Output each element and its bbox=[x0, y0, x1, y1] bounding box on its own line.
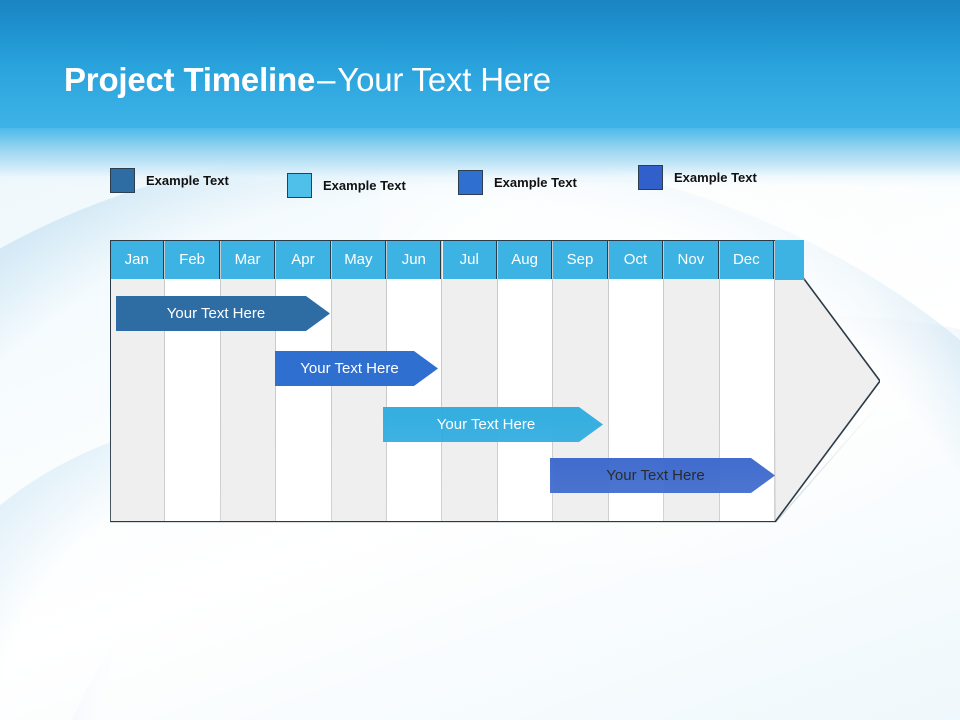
legend-swatch-icon-2 bbox=[287, 173, 312, 198]
month-header-feb[interactable]: Feb bbox=[165, 240, 220, 279]
legend-label-3: Example Text bbox=[494, 175, 577, 190]
legend-swatch-icon-4 bbox=[638, 165, 663, 190]
month-header-jun[interactable]: Jun bbox=[387, 240, 442, 279]
month-header-jan[interactable]: Jan bbox=[110, 240, 165, 279]
task-bar-1[interactable]: Your Text Here bbox=[116, 296, 330, 331]
task-bar-shape-4 bbox=[550, 458, 775, 493]
legend-label-1: Example Text bbox=[146, 173, 229, 188]
month-header-dec[interactable]: Dec bbox=[719, 240, 774, 279]
task-bar-label-3: Your Text Here bbox=[436, 416, 536, 433]
task-bar-label-4: Your Text Here bbox=[606, 467, 705, 484]
page-title: Project Timeline–Your Text Here bbox=[64, 58, 551, 102]
month-column-jul[interactable]: Jul bbox=[442, 240, 498, 522]
legend-swatch-icon-3 bbox=[458, 170, 483, 195]
legend-item-2[interactable]: Example Text bbox=[287, 173, 406, 198]
task-bar-3[interactable]: Your Text Here bbox=[383, 407, 603, 442]
month-column-feb[interactable]: Feb bbox=[165, 240, 221, 522]
legend-swatch-icon-1 bbox=[110, 168, 135, 193]
task-bar-2[interactable]: Your Text Here bbox=[275, 351, 438, 386]
task-bar-label-1: Your Text Here bbox=[166, 305, 266, 322]
month-header-aug[interactable]: Aug bbox=[497, 240, 553, 279]
legend-label-2: Example Text bbox=[323, 178, 406, 193]
month-header-oct[interactable]: Oct bbox=[608, 240, 664, 279]
task-bar-shape-2 bbox=[275, 351, 438, 386]
month-header-jul[interactable]: Jul bbox=[442, 240, 497, 279]
title-banner bbox=[0, 0, 960, 130]
legend-item-3[interactable]: Example Text bbox=[458, 170, 577, 195]
month-header-apr[interactable]: Apr bbox=[276, 240, 331, 279]
page-title-light: Your Text Here bbox=[337, 61, 551, 98]
task-bar-4[interactable]: Your Text Here bbox=[550, 458, 775, 493]
legend-item-4[interactable]: Example Text bbox=[638, 165, 757, 190]
month-header-sep[interactable]: Sep bbox=[553, 240, 608, 279]
task-bar-label-2: Your Text Here bbox=[300, 360, 399, 377]
legend-item-1[interactable]: Example Text bbox=[110, 168, 229, 193]
month-header-mar[interactable]: Mar bbox=[220, 240, 276, 279]
task-bar-shape-3 bbox=[383, 407, 603, 442]
page-title-strong: Project Timeline bbox=[64, 61, 316, 98]
month-column-aug[interactable]: Aug bbox=[497, 240, 554, 522]
month-column-jan[interactable]: Jan bbox=[110, 240, 166, 522]
task-bar-shape-1 bbox=[116, 296, 330, 331]
legend-label-4: Example Text bbox=[674, 170, 757, 185]
month-column-mar[interactable]: Mar bbox=[220, 240, 277, 522]
month-header-may[interactable]: May bbox=[331, 240, 387, 279]
header-band-wedge bbox=[775, 240, 805, 280]
month-header-nov[interactable]: Nov bbox=[664, 240, 719, 279]
page-title-separator: – bbox=[317, 61, 336, 98]
